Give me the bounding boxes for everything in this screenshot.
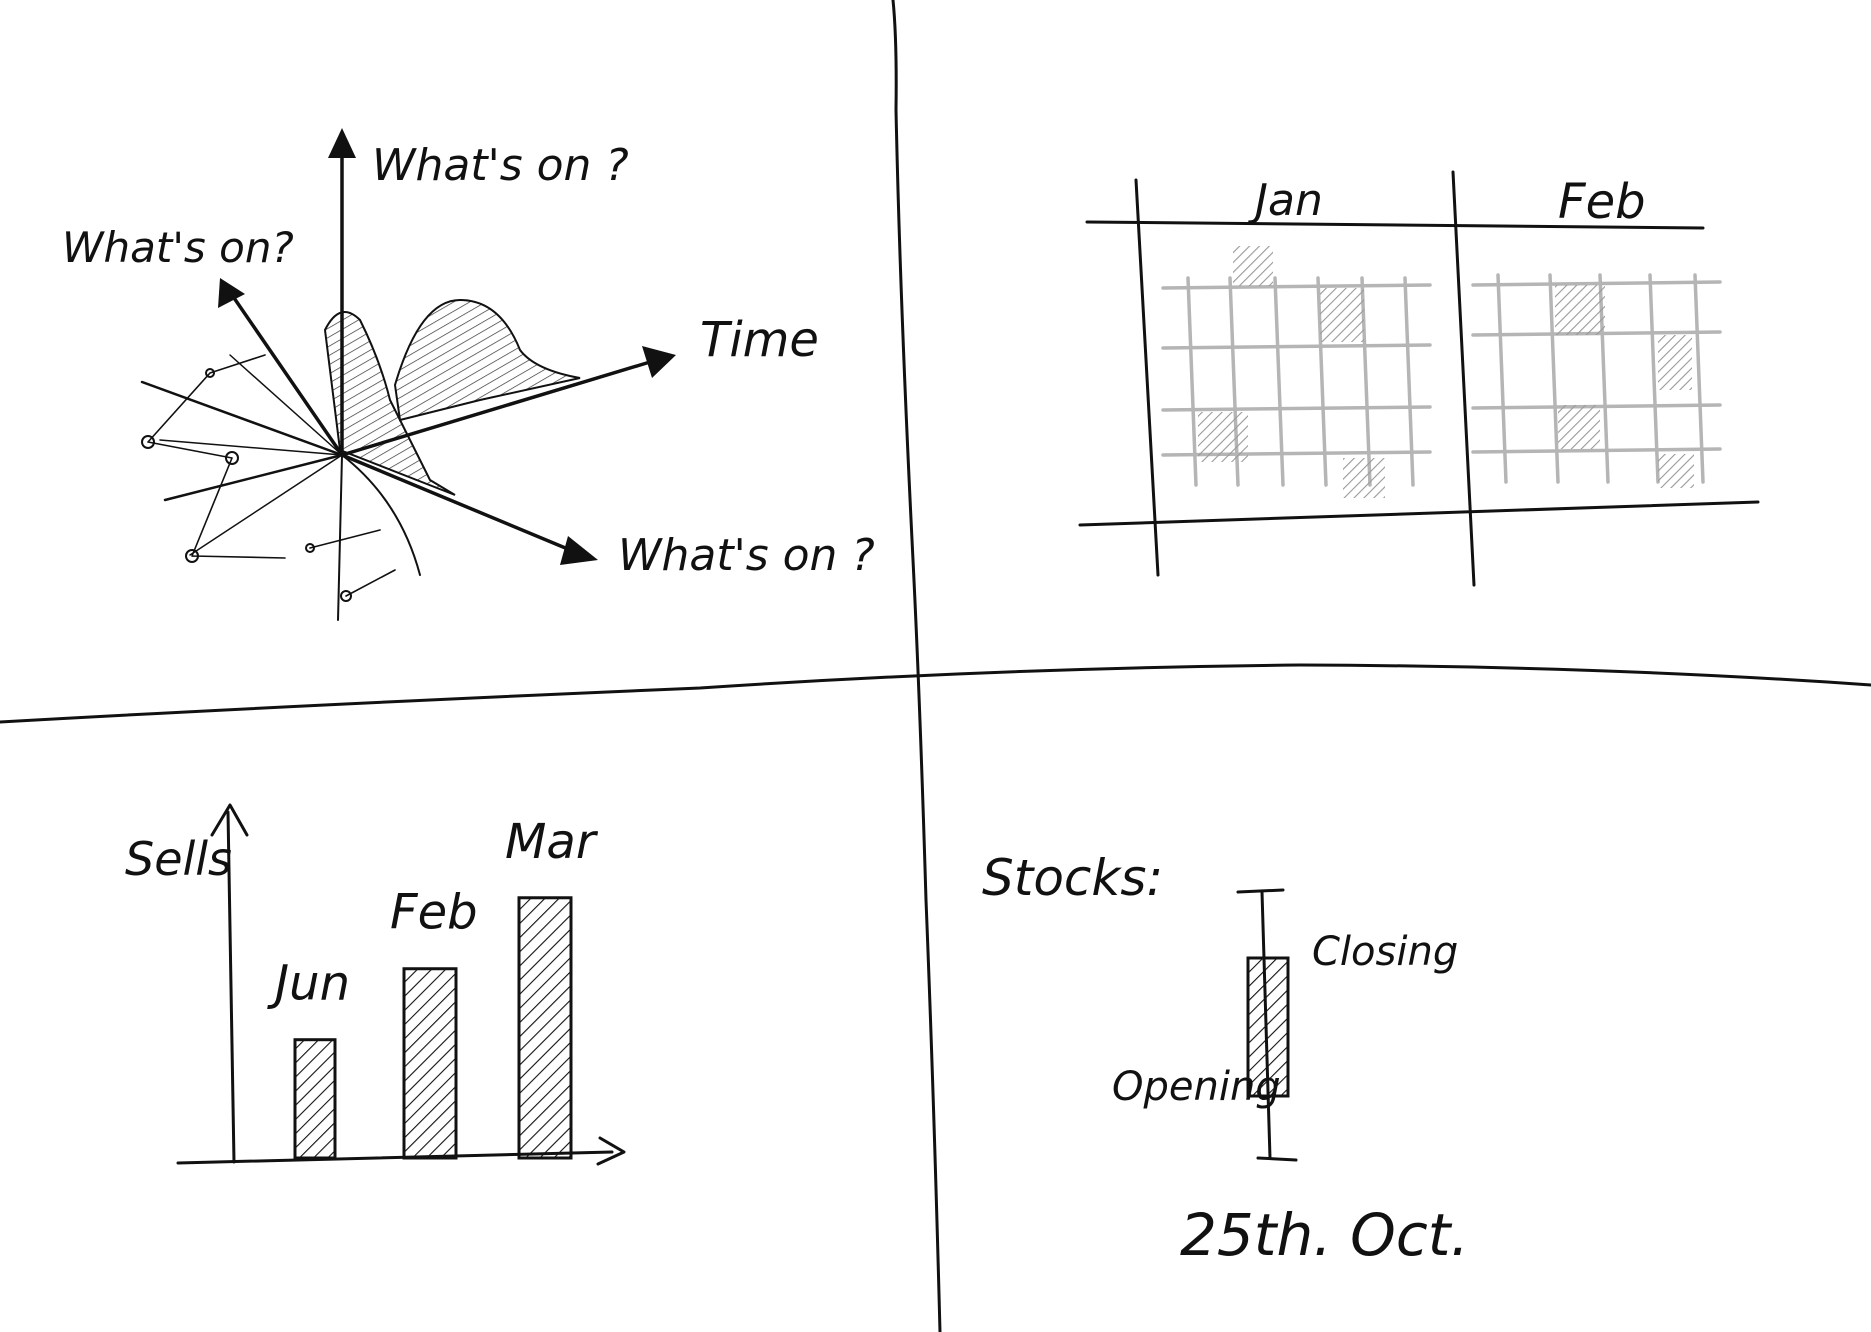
shaded-day (1558, 405, 1600, 449)
stock-title: Stocks: (982, 849, 1163, 907)
y-arrow-icon (210, 803, 249, 837)
bar-label-jun: Jun (267, 956, 350, 1012)
grid-row-line (1161, 343, 1432, 350)
shaded-day (1233, 246, 1273, 286)
grid-column-line (1648, 273, 1660, 484)
grid-row-line (1161, 283, 1432, 290)
axis-left-label: What's on? (62, 223, 294, 272)
calendar-left-rule (1134, 178, 1160, 577)
calendar-top-rule (1085, 220, 1705, 230)
grid-column-line (1273, 276, 1285, 487)
wick-bottom-cap (1256, 1156, 1298, 1162)
panel-stock: Stocks: Closing Opening 25th. Oct. (982, 849, 1469, 1269)
aux-line-down (337, 454, 343, 621)
shaded-days (1198, 246, 1694, 498)
aux-curve (341, 454, 421, 576)
shaded-day (1198, 412, 1248, 462)
shaded-day (1658, 335, 1692, 390)
month-label-feb: Feb (1558, 174, 1646, 230)
aux-line-1 (140, 380, 344, 457)
closing-label: Closing (1312, 929, 1458, 975)
aux-rays (159, 354, 343, 556)
panel-3d-sketch: What's on ? What's on? Time What's on ? (62, 128, 875, 621)
axis-up-label: What's on ? (372, 140, 629, 191)
grid-column-line (1316, 276, 1328, 487)
axis-bottom-label: What's on ? (618, 530, 875, 581)
bar-y-axis (226, 810, 236, 1164)
bar-label-feb: Feb (390, 885, 478, 941)
bar-feb (402, 967, 458, 1160)
x-arrow-icon (596, 1136, 626, 1166)
grid-row-line (1471, 280, 1722, 287)
axis-time (340, 360, 652, 457)
shaded-day (1343, 458, 1385, 498)
shaded-day (1555, 285, 1605, 335)
grid-column-line (1186, 276, 1198, 487)
axis-left (230, 293, 344, 457)
shaded-day (1320, 288, 1364, 342)
aux-line-2 (163, 453, 344, 502)
grid-column-line (1548, 273, 1560, 484)
horizontal-divider (0, 663, 1871, 724)
bar-label-mar: Mar (505, 814, 599, 870)
grid-row-line (1471, 447, 1722, 454)
calendar-bottom-rule (1078, 500, 1760, 527)
bar-ylabel: Sells (125, 832, 232, 886)
vertical-divider (891, 0, 942, 1332)
wick-top-cap (1236, 888, 1285, 894)
jan-grid (1161, 276, 1432, 487)
bar-mar (517, 896, 573, 1160)
bars-group: Jun Feb Mar (267, 814, 599, 1160)
arrow-downright-icon (560, 536, 598, 565)
bar-jun (293, 1038, 337, 1160)
grid-row-line (1161, 405, 1432, 412)
axis-bottom (340, 453, 577, 554)
arrow-upleft-icon (218, 278, 245, 308)
grid-column-line (1496, 273, 1508, 484)
arrow-right-icon (642, 346, 676, 378)
point-markers (141, 354, 396, 602)
axis-time-label: Time (700, 312, 819, 368)
panel-bar-chart: Jun Feb Mar Sells (125, 803, 626, 1166)
feb-grid (1471, 273, 1722, 484)
shaded-day (1658, 454, 1694, 488)
surface-peak-2 (393, 298, 581, 422)
calendar-divider-rule (1451, 170, 1476, 587)
candle-body (1246, 956, 1290, 1098)
arrow-up-icon (328, 128, 356, 158)
panel-calendar: Jan Feb (1078, 170, 1760, 587)
month-label-jan: Jan (1247, 175, 1323, 226)
opening-label: Opening (1112, 1064, 1281, 1110)
date-label: 25th. Oct. (1180, 1201, 1469, 1269)
